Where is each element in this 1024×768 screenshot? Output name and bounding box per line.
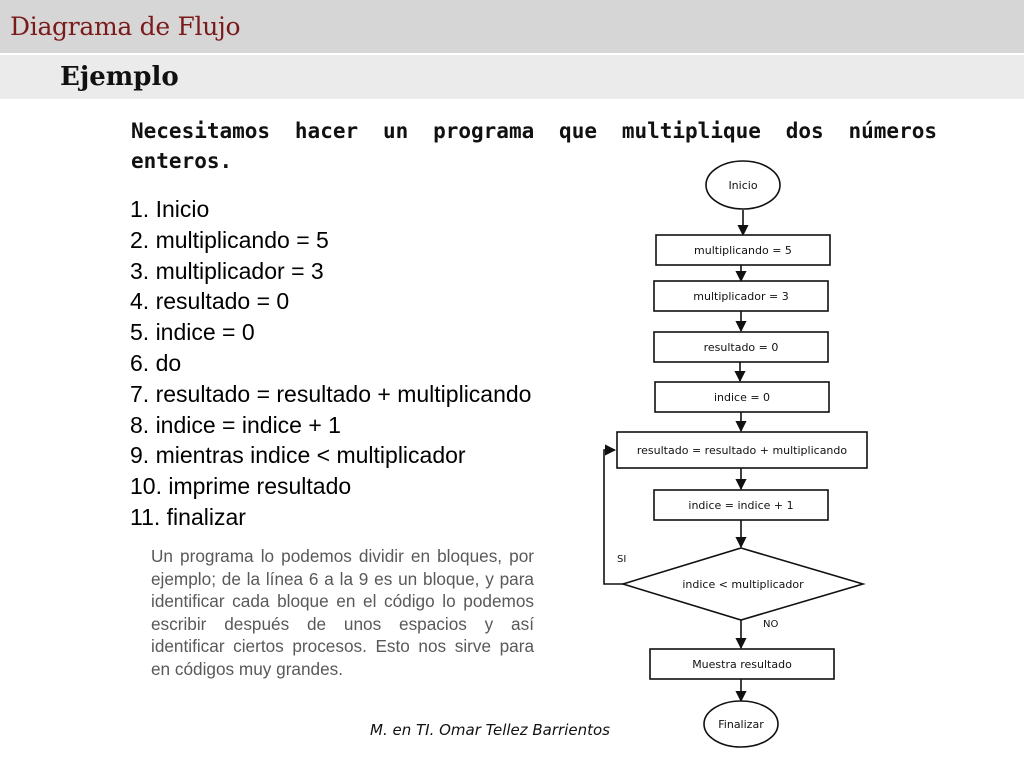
process-label: indice = indice + 1 — [688, 499, 793, 512]
step-item: 2. multiplicando = 5 — [130, 226, 329, 253]
step-item: 1. Inicio — [130, 196, 210, 222]
process-box — [653, 489, 829, 521]
step-item: 6. do — [130, 349, 182, 376]
step-item: 4. resultado = 0 — [130, 288, 290, 315]
slide-header-title: Diagrama de Flujo — [10, 12, 241, 41]
end-label: Finalizar — [718, 718, 764, 731]
decision-label: indice < multiplicador — [682, 578, 804, 591]
output-box — [649, 648, 835, 680]
process-label: indice = 0 — [714, 391, 770, 404]
step-item: 7. resultado = resultado + multiplicando — [130, 380, 532, 407]
step-item: 3. multiplicador = 3 — [130, 257, 324, 284]
flowchart: Inicio multiplicando = 5 multiplicador =… — [603, 160, 868, 748]
loop-back-arrow — [603, 444, 625, 585]
start-label: Inicio — [728, 179, 757, 192]
output-label: Muestra resultado — [692, 658, 792, 671]
decision-diamond — [620, 547, 866, 621]
section-bar — [0, 55, 1024, 99]
section-title: Ejemplo — [60, 62, 179, 92]
process-box — [616, 431, 868, 469]
process-box — [655, 234, 831, 266]
process-label: multiplicador = 3 — [693, 290, 788, 303]
start-terminal — [705, 160, 781, 210]
yes-branch-label: SI — [617, 554, 626, 565]
algorithm-steps: 1. Inicio 2. multiplicando = 5 3. multip… — [130, 194, 610, 533]
no-branch-label: NO — [763, 619, 778, 630]
explanation-note: Un programa lo podemos dividir en bloque… — [151, 546, 534, 679]
step-item: 5. indice = 0 — [130, 319, 255, 346]
step-item: 10. imprime resultado — [130, 473, 352, 500]
process-label: multiplicando = 5 — [694, 244, 792, 257]
process-box — [653, 280, 829, 312]
step-item: 9. mientras indice < multiplicador — [130, 442, 466, 469]
header-bar — [0, 0, 1024, 53]
process-box — [653, 331, 829, 363]
intro-text: Necesitamos hacer un programa que multip… — [131, 119, 937, 173]
step-item: 8. indice = indice + 1 — [130, 411, 341, 438]
process-box — [654, 381, 830, 413]
process-label: resultado = 0 — [704, 341, 779, 354]
process-label: resultado = resultado + multiplicando — [637, 444, 848, 457]
step-item: 11. finalizar — [130, 503, 246, 530]
end-terminal — [703, 700, 779, 748]
author-footer: M. en TI. Omar Tellez Barrientos — [370, 721, 610, 739]
